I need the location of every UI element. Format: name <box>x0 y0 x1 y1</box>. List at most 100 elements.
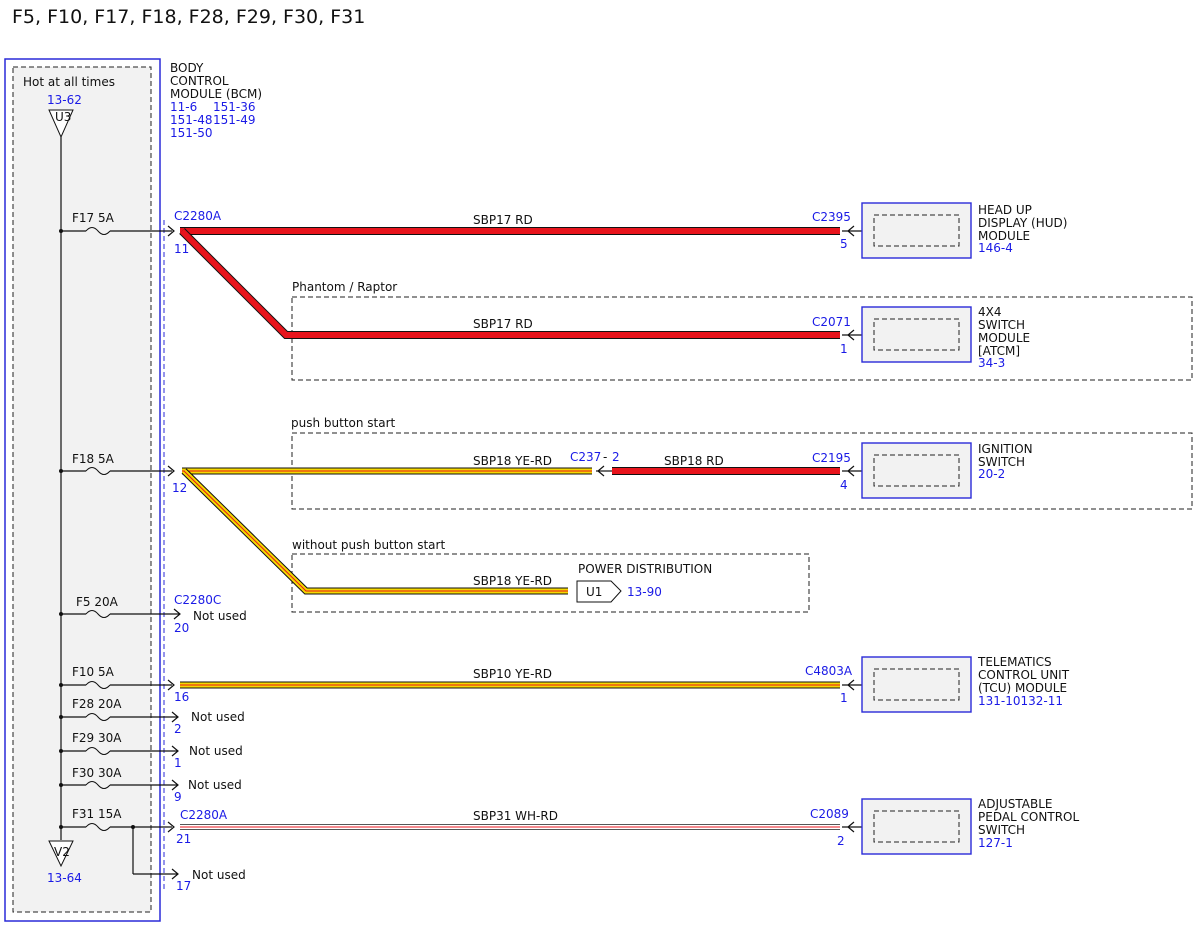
not-used-f29: Not used <box>189 744 243 758</box>
not-used-f5: Not used <box>193 609 247 623</box>
fuse-f18-row <box>59 465 175 477</box>
phantom-raptor-label: Phantom / Raptor <box>292 280 397 294</box>
pin-16: 16 <box>174 690 189 704</box>
pin-4x4-1: 1 <box>840 342 848 356</box>
fuse-f10-row <box>59 679 175 691</box>
hud-line-1: HEAD UP <box>978 203 1032 217</box>
pin-1: 1 <box>174 756 182 770</box>
pin-9: 9 <box>174 790 182 804</box>
bcm-ref-151-49[interactable]: 151-49 <box>213 113 256 127</box>
without-push-button-start-group <box>291 553 810 613</box>
bcm-inner-box <box>12 66 152 913</box>
u3-label: U3 <box>55 110 71 124</box>
wire-sbp18-ign-b-label: SBP18 RD <box>664 454 724 468</box>
tcu-line-2: CONTROL UNIT <box>978 668 1070 682</box>
push-button-start-label: push button start <box>291 416 396 430</box>
fuse-f10-label: F10 5A <box>72 665 115 679</box>
tcu-line-1: TELEMATICS <box>977 655 1052 669</box>
fuse-f31-label: F31 15A <box>72 807 122 821</box>
connector-c2280a-top[interactable]: C2280A <box>174 209 222 223</box>
power-distribution-label: POWER DISTRIBUTION <box>578 562 712 576</box>
connector-c2395[interactable]: C2395 <box>812 210 851 224</box>
pin-ign-4: 4 <box>840 478 848 492</box>
wire-sbp17-hud-label: SBP17 RD <box>473 213 533 227</box>
c237-dash: - <box>603 450 607 464</box>
power-distribution-ref[interactable]: 13-90 <box>627 585 662 599</box>
wire-sbp18-pd-label: SBP18 YE-RD <box>473 574 552 588</box>
module-ignition-box[interactable] <box>861 442 972 499</box>
bcm-ref-151-36[interactable]: 151-36 <box>213 100 256 114</box>
ign-line-1: IGNITION <box>978 442 1033 456</box>
pedal-line-3: SWITCH <box>978 823 1025 837</box>
connector-c4803a[interactable]: C4803A <box>805 664 853 678</box>
wire-sbp18 <box>181 465 840 595</box>
wire-sbp17 <box>179 227 840 339</box>
bcm-bottom-ref[interactable]: 13-64 <box>47 871 82 885</box>
x4-line-4: [ATCM] <box>978 344 1020 358</box>
hud-ref[interactable]: 146-4 <box>978 241 1013 255</box>
fuse-f17-row <box>59 225 175 237</box>
v2-connector-icon <box>48 840 74 868</box>
pedal-line-2: PEDAL CONTROL <box>978 810 1079 824</box>
pin-12: 12 <box>172 481 187 495</box>
module-tcu-box[interactable] <box>861 656 972 713</box>
u3-connector-icon <box>48 109 74 139</box>
fuse-f5-label: F5 20A <box>76 595 119 609</box>
bcm-name-line-1: BODY <box>170 61 204 75</box>
tcu-ref[interactable]: 131-10132-11 <box>978 694 1063 708</box>
connector-c2071[interactable]: C2071 <box>812 315 851 329</box>
fuse-f29-row <box>59 745 179 757</box>
pin-2: 2 <box>174 722 182 736</box>
v2-label: V2 <box>54 845 70 859</box>
bcm-name-line-2: CONTROL <box>170 74 229 88</box>
connector-c2195[interactable]: C2195 <box>812 451 851 465</box>
module-pedal-box[interactable] <box>861 798 972 855</box>
pin-hud-5: 5 <box>840 237 848 251</box>
bcm-top-ref[interactable]: 13-62 <box>47 93 82 107</box>
x4-line-1: 4X4 <box>978 305 1002 319</box>
pin-20: 20 <box>174 621 189 635</box>
x4-ref[interactable]: 34-3 <box>978 356 1005 370</box>
fuse-f17-label: F17 5A <box>72 211 115 225</box>
connector-c2089[interactable]: C2089 <box>810 807 849 821</box>
fuse-f30-row <box>59 779 179 791</box>
page-title: F5, F10, F17, F18, F28, F29, F30, F31 <box>12 6 365 28</box>
pin-21: 21 <box>176 832 191 846</box>
connector-c2280c[interactable]: C2280C <box>174 593 221 607</box>
tcu-line-3: (TCU) MODULE <box>978 681 1067 695</box>
without-push-button-start-label: without push button start <box>292 538 445 552</box>
module-4x4-box[interactable] <box>861 306 972 363</box>
fuse-f31-row <box>59 821 179 880</box>
not-used-f31: Not used <box>192 868 246 882</box>
hot-at-all-times-label: Hot at all times <box>23 75 115 89</box>
fuse-f5-row <box>59 608 181 620</box>
pin-pedal-2: 2 <box>837 834 845 848</box>
bcm-ref-151-48[interactable]: 151-48 <box>170 113 213 127</box>
u1-label: U1 <box>586 585 602 599</box>
pin-11: 11 <box>174 242 189 256</box>
module-hud-box[interactable] <box>861 202 972 259</box>
wire-sbp18-ign-a-label: SBP18 YE-RD <box>473 454 552 468</box>
bcm-ref-11-6[interactable]: 11-6 <box>170 100 197 114</box>
connector-c237[interactable]: C237 <box>570 450 601 464</box>
bcm-ref-151-50[interactable]: 151-50 <box>170 126 213 140</box>
wire-sbp10-label: SBP10 YE-RD <box>473 667 552 681</box>
fuse-f29-label: F29 30A <box>72 731 122 745</box>
bcm-name-line-3: MODULE (BCM) <box>170 87 262 101</box>
pin-17: 17 <box>176 879 191 893</box>
ign-ref[interactable]: 20-2 <box>978 467 1005 481</box>
x4-line-3: MODULE <box>978 331 1030 345</box>
connector-c2280a-bottom[interactable]: C2280A <box>180 808 228 822</box>
pedal-line-1: ADJUSTABLE <box>978 797 1053 811</box>
u1-connector-icon <box>576 580 622 603</box>
pedal-ref[interactable]: 127-1 <box>978 836 1013 850</box>
wire-sbp31-label: SBP31 WH-RD <box>473 809 558 823</box>
hud-line-3: MODULE <box>978 229 1030 243</box>
fuse-f30-label: F30 30A <box>72 766 122 780</box>
not-used-f30: Not used <box>188 778 242 792</box>
x4-line-2: SWITCH <box>978 318 1025 332</box>
fuse-f28-label: F28 20A <box>72 697 122 711</box>
ign-line-2: SWITCH <box>978 455 1025 469</box>
wire-sbp17-4x4-label: SBP17 RD <box>473 317 533 331</box>
